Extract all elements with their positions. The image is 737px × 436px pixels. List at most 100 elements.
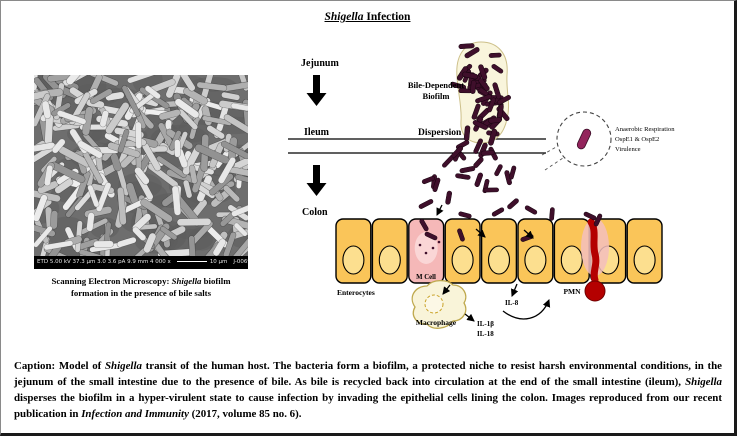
sem-bacterium bbox=[140, 198, 173, 223]
sem-micrograph: ETD 5.00 kV 37.3 µm 3.0 3.6 pA 9.9 mm 4 … bbox=[12, 64, 273, 272]
il1b-label: IL-1β bbox=[477, 320, 494, 328]
text-run: Scanning Electron Microscopy: bbox=[51, 276, 172, 286]
cell-nucleus bbox=[487, 245, 511, 275]
cell-nucleus bbox=[560, 245, 583, 275]
text-run: biofilm formation in the presence of bil… bbox=[70, 276, 231, 298]
bacterium bbox=[488, 128, 498, 146]
text-run: Infection bbox=[363, 11, 411, 23]
sem-bacterium bbox=[144, 85, 161, 100]
bacterium bbox=[508, 165, 517, 180]
callout-connector-1 bbox=[541, 145, 559, 156]
bacterial-speck bbox=[418, 243, 422, 247]
sem-bacterium bbox=[206, 125, 225, 140]
sem-bacterium bbox=[107, 142, 141, 158]
cell-nucleus bbox=[633, 245, 656, 275]
bacterium bbox=[488, 52, 502, 58]
sem-micrograph-image bbox=[12, 64, 273, 272]
bacterium bbox=[457, 228, 465, 242]
cell-nucleus bbox=[451, 245, 474, 275]
bacterium bbox=[432, 177, 441, 193]
m-cell-label: M Cell bbox=[416, 274, 436, 281]
bacterium bbox=[471, 103, 481, 120]
ileum-down-arrow bbox=[306, 165, 327, 196]
sem-bacterium bbox=[156, 155, 187, 179]
pmn-label: PMN bbox=[563, 287, 581, 296]
colon-label: Colon bbox=[302, 207, 328, 218]
magnification-callout: Anaerobic Respiration OspE1 & OspE2 Viru… bbox=[541, 111, 675, 171]
bacterium bbox=[459, 166, 476, 174]
sem-bacterium bbox=[217, 157, 236, 184]
sem-bacterium bbox=[44, 164, 54, 187]
bacterium bbox=[483, 187, 499, 193]
bacterium bbox=[455, 173, 471, 180]
callout-text-line1: Anaerobic Respiration bbox=[615, 126, 675, 133]
sem-panel: ETD 5.00 kV 37.3 µm 3.0 3.6 pA 9.9 mm 4 … bbox=[12, 64, 273, 300]
bacterium bbox=[473, 138, 483, 154]
sem-bacterium bbox=[32, 194, 48, 222]
bacterial-speck bbox=[424, 251, 428, 255]
text-run: disperses the biofilm in a hyper-virulen… bbox=[14, 391, 722, 420]
sem-bacterium bbox=[56, 110, 87, 125]
macrophage-to-cytokines-arrow bbox=[464, 313, 475, 322]
cell-nucleus bbox=[342, 245, 365, 275]
sem-bacterium bbox=[174, 98, 200, 119]
bacterium bbox=[549, 207, 555, 221]
sem-bacterium bbox=[196, 81, 228, 92]
m-cell-inner bbox=[414, 232, 438, 264]
bacterium bbox=[494, 164, 503, 177]
sem-bacterium bbox=[117, 187, 127, 226]
macrophage-label: Macrophage bbox=[416, 318, 457, 327]
figure-title-text: Shigella Infection bbox=[325, 11, 411, 23]
enterocyte-row bbox=[335, 218, 663, 284]
sem-bacterium bbox=[159, 226, 178, 241]
macrophage-nucleus bbox=[424, 294, 444, 314]
sem-bacterium bbox=[87, 184, 100, 208]
sem-scale-bar: 10 µm bbox=[176, 256, 227, 269]
enterocytes-label: Enterocytes bbox=[337, 288, 375, 297]
sem-metadata: ETD 5.00 kV 37.3 µm 3.0 3.6 pA 9.9 mm 4 … bbox=[37, 259, 171, 265]
bacterium bbox=[583, 211, 597, 221]
bacterium bbox=[474, 172, 483, 187]
mcell-entry-arrow bbox=[436, 204, 444, 216]
bacterium bbox=[488, 117, 502, 124]
bacterium bbox=[492, 82, 502, 100]
text-run: Shigella bbox=[105, 360, 142, 372]
bacterium bbox=[478, 64, 488, 80]
sem-bacterium bbox=[117, 129, 130, 154]
bacterium bbox=[507, 198, 519, 210]
ileum-label: Ileum bbox=[304, 127, 330, 138]
bacterial-speck bbox=[431, 246, 435, 250]
jejunum-label: Jejunum bbox=[301, 58, 339, 69]
invasion-arrow-2 bbox=[523, 229, 534, 239]
sem-bacterium bbox=[158, 109, 181, 121]
sem-bacterium bbox=[132, 226, 147, 241]
sem-bacterium bbox=[105, 102, 130, 135]
bacterium bbox=[421, 176, 435, 185]
cell-nucleus bbox=[378, 245, 401, 275]
callout-bacterium bbox=[576, 128, 592, 150]
il18-label: IL-18 bbox=[477, 330, 494, 338]
sem-bacterium bbox=[77, 140, 103, 159]
sem-bacterium bbox=[182, 179, 193, 199]
process-arrows bbox=[436, 204, 551, 322]
sem-bacterium bbox=[33, 225, 53, 248]
pmn-body bbox=[587, 218, 600, 284]
text-run: Infection and Immunity bbox=[81, 407, 189, 420]
text-run: Caption: Model of bbox=[14, 360, 105, 372]
intestinal-boundary-lines bbox=[288, 138, 546, 154]
bile-biofilm-label-line1: Bile-Dependent bbox=[408, 80, 464, 90]
sem-caption: Scanning Electron Microscopy: Shigella b… bbox=[34, 276, 248, 300]
sem-bacterium bbox=[134, 166, 150, 185]
il8-label: IL-8 bbox=[505, 299, 519, 307]
text-run: transit of the human host. The bacteria … bbox=[14, 360, 723, 388]
bacterium bbox=[458, 211, 472, 219]
sem-bacterium bbox=[171, 185, 182, 216]
sem-bacterium bbox=[221, 91, 241, 101]
jejunum-down-arrow bbox=[306, 75, 327, 106]
sem-bacterium bbox=[54, 178, 74, 194]
bacterium bbox=[497, 95, 511, 105]
pmn-cell bbox=[581, 218, 609, 302]
sem-bacterium bbox=[43, 240, 74, 251]
bacterium bbox=[451, 145, 464, 158]
